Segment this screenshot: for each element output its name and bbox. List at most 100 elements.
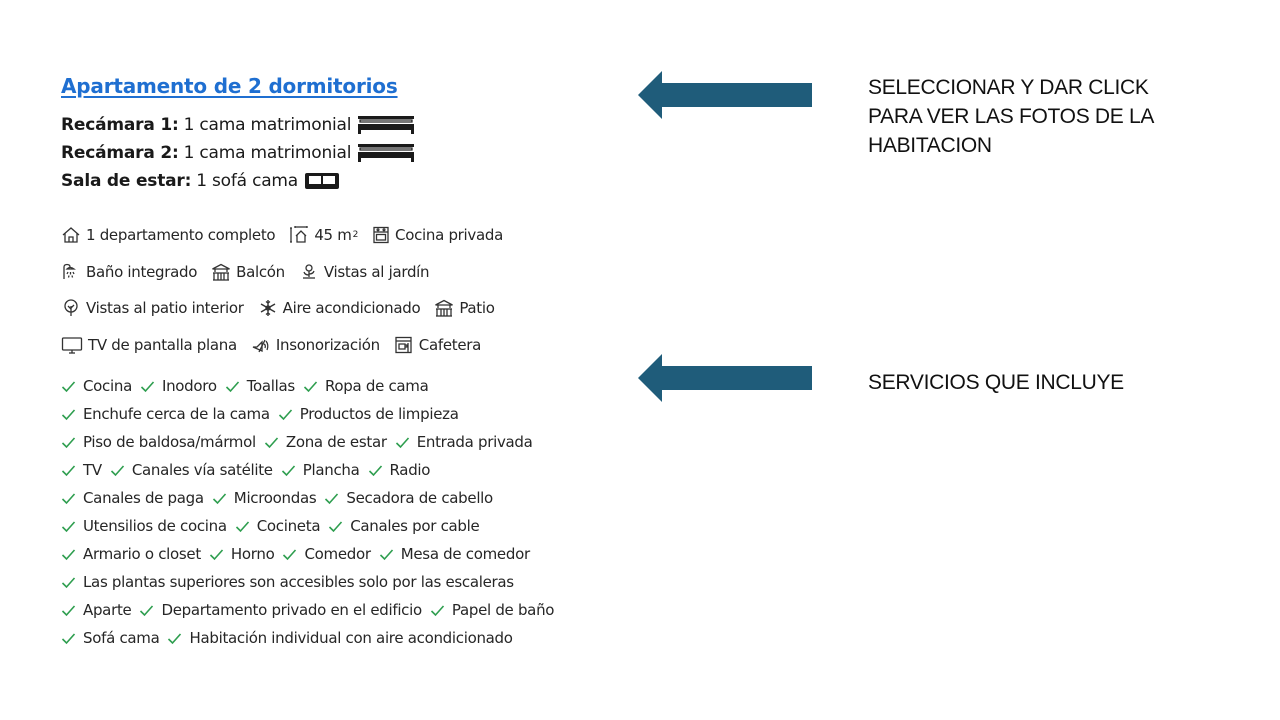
amenity-label: Comedor (304, 545, 371, 563)
patio-icon (435, 300, 454, 317)
amenity-label: Canales vía satélite (131, 461, 273, 479)
amenity-label: Entrada privada (416, 433, 533, 451)
bed-room-label: Sala de estar: (61, 171, 192, 191)
amenity-label: Microondas (233, 489, 317, 507)
facility-item: Vistas al jardín (299, 263, 430, 281)
amenity-label: Aparte (83, 601, 132, 619)
coffee-machine-icon (395, 336, 412, 353)
bed-room-label: Recámara 1: (61, 115, 179, 135)
amenity-row: Canales de paga Microondas Secadora de cab… (61, 484, 621, 512)
amenity-item: Inodoro (140, 377, 217, 395)
facility-item: Vistas al patio interior (61, 299, 244, 317)
checkmark-icon (61, 632, 76, 644)
amenity-label: Canales de paga (83, 489, 204, 507)
bed-line: Recámara 2: 1 cama matrimonial (61, 139, 621, 167)
amenity-item: Comedor (282, 545, 371, 563)
amenity-row: Armario o closet Horno Comedor Mesa de come… (61, 540, 621, 568)
double-bed-icon (357, 143, 415, 163)
amenity-item: Canales por cable (328, 517, 480, 535)
annotation-photos-note: SELECCIONAR Y DAR CLICK PARA VER LAS FOT… (868, 76, 1155, 157)
amenity-label: Habitación individual con aire acondicio… (189, 629, 513, 647)
checkmark-icon (168, 632, 182, 644)
amenity-label: Radio (389, 461, 431, 479)
tv-icon (61, 337, 83, 354)
bed-configuration: Recámara 1: 1 cama matrimonial Recámara … (61, 111, 621, 195)
amenity-item: Canales de paga (61, 489, 204, 507)
amenity-row: Cocina Inodoro Toallas Ropa de cama (61, 372, 621, 400)
amenity-label: Piso de baldosa/mármol (83, 433, 256, 451)
amenity-item: Zona de estar (264, 433, 387, 451)
amenity-row: Aparte Departamento privado en el edifici… (61, 596, 621, 624)
soundproof-icon (252, 339, 269, 353)
facility-item: Balcón (211, 263, 285, 281)
amenity-label: Utensilios de cocina (83, 517, 227, 535)
room-panel: Apartamento de 2 dormitorios Recámara 1:… (61, 74, 621, 652)
bed-room-value: 1 sofá cama (196, 171, 299, 191)
amenity-item: Habitación individual con aire acondicio… (167, 629, 513, 647)
balcony-icon (212, 263, 230, 281)
amenity-item: Toallas (225, 377, 295, 395)
checkmark-icon (368, 464, 382, 476)
amenity-label: Inodoro (161, 377, 217, 395)
checkmark-icon (430, 604, 444, 616)
amenity-item: Aparte (61, 601, 132, 619)
checkmark-icon (281, 464, 295, 476)
facility-item: Baño integrado (61, 263, 197, 281)
sofa-bed-icon (304, 171, 340, 191)
facility-item: 1 departamento completo (61, 226, 276, 244)
garden-view-icon (302, 264, 315, 279)
amenity-label: Departamento privado en el edificio (161, 601, 422, 619)
amenity-item: Papel de baño (430, 601, 554, 619)
amenity-label: Las plantas superiores son accesibles so… (83, 573, 514, 591)
checkmark-icon (110, 464, 124, 476)
checkmark-icon (61, 380, 76, 392)
amenity-label: Enchufe cerca de la cama (83, 405, 270, 423)
amenity-label: Secadora de cabello (346, 489, 493, 507)
amenity-item: Microondas (212, 489, 317, 507)
facility-item: Aire acondicionado (258, 299, 421, 317)
room-size-icon (290, 226, 308, 243)
amenity-item: Mesa de comedor (379, 545, 530, 563)
double-bed-icon (357, 115, 415, 135)
amenity-label: Productos de limpieza (299, 405, 459, 423)
checkmark-icon (61, 464, 76, 476)
amenity-label: TV (83, 461, 102, 479)
amenity-item: Plancha (281, 461, 360, 479)
amenity-row: Piso de baldosa/mármol Zona de estar Entra… (61, 428, 621, 456)
amenity-item: Entrada privada (395, 433, 533, 451)
amenity-item: Cocina (61, 377, 132, 395)
checkmark-icon (278, 408, 292, 420)
amenity-item: Horno (209, 545, 275, 563)
checkmark-icon (140, 604, 154, 616)
checkmark-icon (61, 604, 76, 616)
facility-row: Baño integrado Balcón Vistas al jardín (61, 254, 621, 291)
checkmark-icon (61, 408, 76, 420)
amenity-label: Sofá cama (83, 629, 160, 647)
amenity-item: Cocineta (235, 517, 321, 535)
checkmark-icon (379, 548, 393, 560)
checkmark-icon (61, 548, 76, 560)
bed-line: Recámara 1: 1 cama matrimonial (61, 111, 621, 139)
amenity-label: Armario o closet (83, 545, 201, 563)
bed-room-value: 1 cama matrimonial (183, 143, 352, 163)
checkmark-icon (395, 436, 409, 448)
checkmark-icon (225, 380, 239, 392)
kitchen-icon (373, 227, 389, 244)
checkmark-icon (61, 576, 76, 588)
arrow-left-icon (638, 71, 812, 119)
checkmark-icon (325, 492, 339, 504)
amenity-label: Canales por cable (350, 517, 480, 535)
checkmark-icon (329, 520, 343, 532)
annotation-services-note: SERVICIOS QUE INCLUYE (868, 371, 1124, 394)
amenity-item: Ropa de cama (303, 377, 429, 395)
amenity-item: Enchufe cerca de la cama (61, 405, 270, 423)
room-title-link[interactable]: Apartamento de 2 dormitorios (61, 74, 398, 98)
checkmark-icon (209, 548, 224, 560)
checkmark-icon (283, 548, 297, 560)
amenity-row: Enchufe cerca de la cama Productos de lim… (61, 400, 621, 428)
facility-item: Cocina privada (372, 226, 503, 244)
amenity-row: Sofá cama Habitación individual con aire … (61, 624, 621, 652)
checkmark-icon (303, 380, 318, 392)
